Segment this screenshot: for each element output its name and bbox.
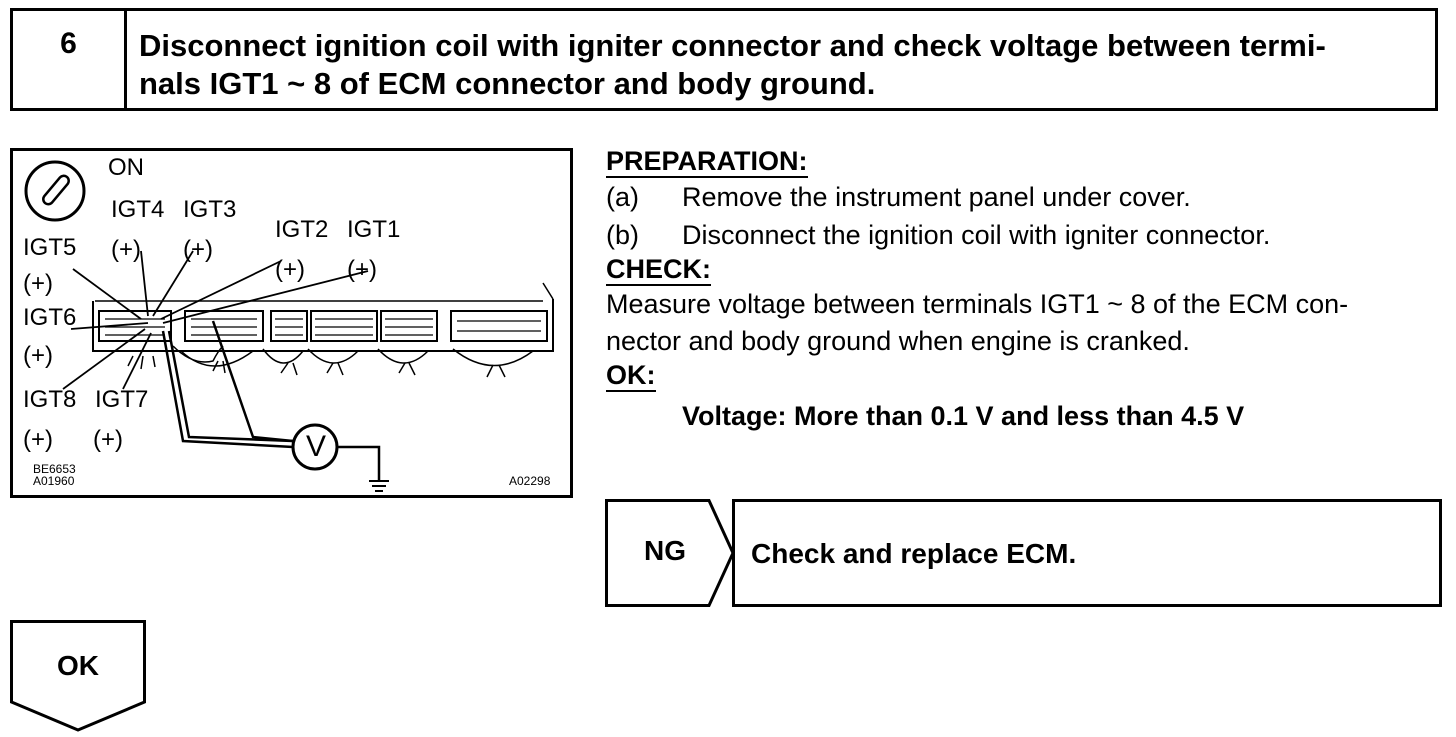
ng-arrow-shape — [605, 499, 735, 607]
preparation-heading: PREPARATION: — [606, 146, 808, 178]
switch-on-label: ON — [108, 154, 144, 181]
wire-harness — [127, 345, 534, 378]
igt5-label: IGT5 — [23, 234, 77, 261]
voltmeter-leads — [161, 320, 389, 492]
ecm-connector-icon — [92, 282, 554, 352]
voltmeter-symbol: V — [306, 430, 327, 463]
ok-criteria: Voltage: More than 0.1 V and less than 4… — [682, 401, 1245, 431]
step-key: (b) — [606, 220, 639, 250]
figure-code-3: A02298 — [509, 474, 551, 488]
igt5-plus: (+) — [23, 270, 53, 297]
ng-label: NG — [644, 535, 686, 566]
ok-heading: OK: — [606, 360, 656, 392]
igt6-plus: (+) — [23, 342, 53, 369]
ok-branch: OK — [10, 620, 146, 732]
step-text: Remove the instrument panel under cover. — [682, 182, 1191, 212]
step-text: Disconnect the ignition coil with ignite… — [682, 220, 1271, 250]
ok-label: OK — [57, 650, 99, 681]
figure-code-2: A01960 — [33, 474, 75, 488]
igt1-label: IGT1 — [347, 216, 401, 243]
step-number: 6 — [13, 11, 127, 108]
figure-code-1: BE6653 — [33, 462, 76, 476]
check-text-line-2: nector and body ground when engine is cr… — [606, 326, 1190, 356]
igt2-plus: (+) — [275, 256, 305, 283]
ng-action-text: Check and replace ECM. — [751, 538, 1077, 569]
check-text-line-1: Measure voltage between terminals IGT1 ~… — [606, 289, 1349, 319]
step-header: 6 Disconnect ignition coil with igniter … — [10, 8, 1438, 111]
igt6-label: IGT6 — [23, 304, 77, 331]
procedure-section: PREPARATION: (a) Remove the instrument p… — [606, 146, 1446, 436]
igt8-label: IGT8 — [23, 386, 77, 413]
ecm-wiring-diagram: ON IGT4 IGT3 IGT2 IGT1 IGT5 (+) (+) (+) … — [10, 148, 573, 498]
step-key: (a) — [606, 182, 639, 212]
preparation-step: (a) Remove the instrument panel under co… — [606, 178, 1446, 216]
voltmeter-icon — [291, 423, 339, 471]
diagram-drawing — [24, 160, 554, 492]
igt4-label: IGT4 — [111, 196, 165, 223]
ok-arrow-shape — [10, 620, 146, 732]
preparation-step: (b) Disconnect the ignition coil with ig… — [606, 216, 1446, 254]
igt1-plus: (+) — [347, 256, 377, 283]
ignition-switch-icon — [24, 160, 86, 222]
igt8-plus: (+) — [23, 426, 53, 453]
igt7-label: IGT7 — [95, 386, 149, 413]
igt4-plus: (+) — [111, 236, 141, 263]
step-title-line-1: Disconnect ignition coil with igniter co… — [139, 28, 1326, 63]
ng-branch: NG — [605, 499, 735, 607]
igt7-plus: (+) — [93, 426, 123, 453]
igt3-label: IGT3 — [183, 196, 237, 223]
igt2-label: IGT2 — [275, 216, 329, 243]
terminal-leaders — [62, 250, 369, 390]
check-heading: CHECK: — [606, 254, 711, 286]
step-title: Disconnect ignition coil with igniter co… — [127, 11, 1435, 108]
step-title-line-2: nals IGT1 ~ 8 of ECM connector and body … — [139, 66, 876, 101]
igt3-plus: (+) — [183, 236, 213, 263]
ng-action-box: Check and replace ECM. — [732, 499, 1442, 607]
